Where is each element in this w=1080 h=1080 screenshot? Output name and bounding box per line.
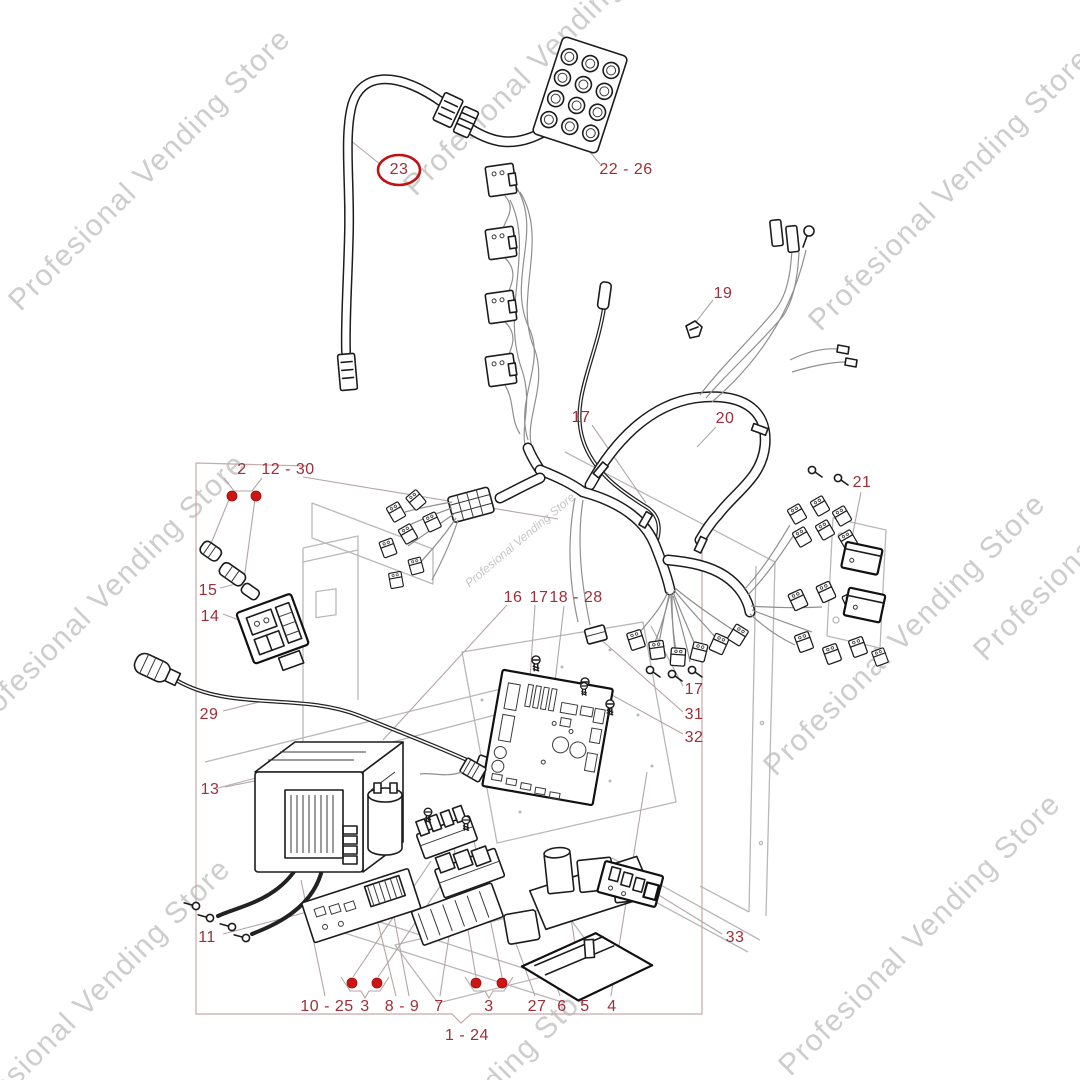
part-label-31: 31 [684,706,704,723]
part-label-8-9: 8 - 9 [384,998,420,1015]
part-label-1-24: 1 - 24 [445,1027,489,1044]
part-label-5: 5 [580,998,590,1015]
cable-clip [685,320,703,339]
part-label-17c: 17 [684,681,704,698]
part-label-16: 16 [503,589,523,606]
part-label-20: 20 [715,410,735,427]
transformer-13 [183,741,404,946]
highlight-circle-23 [376,153,422,187]
door-microswitches [840,541,887,624]
part-label-13: 13 [200,781,220,798]
part-label-18-28: 18 - 28 [549,589,603,606]
part-label-23: 23 [389,161,409,178]
capacitor [367,782,403,856]
assembly-boundary [195,462,703,1024]
connector-chain [484,162,540,459]
terminal-blocks [411,804,506,946]
part-label-17: 17 [571,409,591,426]
part-label-32: 32 [684,729,704,746]
part-label-27: 27 [527,998,547,1015]
main-harness [378,218,890,694]
part-label-2: 2 [237,461,247,478]
part-label-15: 15 [198,582,218,599]
power-assembly-5 [503,846,654,1002]
fuse-holder-15 [199,540,261,601]
keypad-22-26 [452,36,628,154]
part-label-33: 33 [725,929,745,946]
power-board-11 [301,868,422,944]
fixing-dots [226,490,508,989]
power-entry-module-14 [235,593,310,672]
relay-pcb-33 [596,860,665,908]
part-label-4: 4 [607,998,617,1015]
part-label-22-26: 22 - 26 [599,161,653,178]
part-label-14: 14 [200,608,220,625]
control-board [419,655,615,807]
part-label-17b: 17 [529,589,549,606]
part-label-12-30: 12 - 30 [261,461,315,478]
part-label-3a: 3 [360,998,370,1015]
part-label-7: 7 [434,998,444,1015]
display-cable-23 [336,74,464,392]
part-label-29: 29 [199,706,219,723]
part-label-3b: 3 [484,998,494,1015]
part-label-6: 6 [557,998,567,1015]
part-label-11: 11 [198,929,216,946]
part-label-10-25: 10 - 25 [300,998,354,1015]
part-label-19: 19 [713,285,733,302]
part-label-21: 21 [852,474,872,491]
